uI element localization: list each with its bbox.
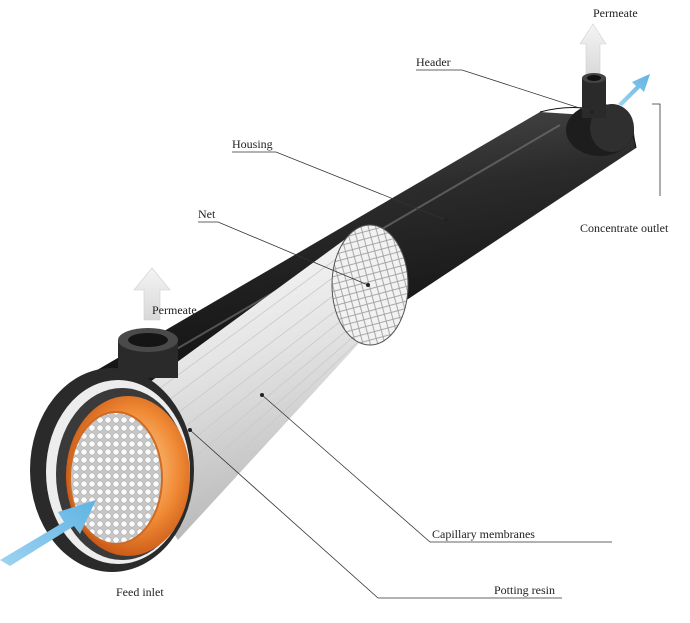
- header-cap: [566, 73, 634, 156]
- potting-resin-face: [66, 396, 190, 556]
- label-concentrate-outlet: Concentrate outlet: [580, 221, 669, 235]
- label-net: Net: [198, 207, 216, 221]
- permeate-arrow-left: [133, 267, 171, 321]
- concentrate-outlet-arrow: [618, 74, 650, 106]
- label-permeate-top: Permeate: [593, 6, 638, 20]
- permeate-port-left: [118, 328, 178, 378]
- label-housing: Housing: [232, 137, 273, 151]
- label-permeate-left: Permeate: [152, 303, 197, 317]
- feed-inlet-arrow: [0, 500, 96, 566]
- label-feed-inlet: Feed inlet: [116, 585, 164, 599]
- permeate-arrow-top: [579, 23, 607, 79]
- label-header: Header: [416, 55, 451, 69]
- label-capillary-membranes: Capillary membranes: [432, 527, 535, 541]
- label-potting-resin: Potting resin: [494, 583, 555, 597]
- leader-lines: [188, 69, 661, 599]
